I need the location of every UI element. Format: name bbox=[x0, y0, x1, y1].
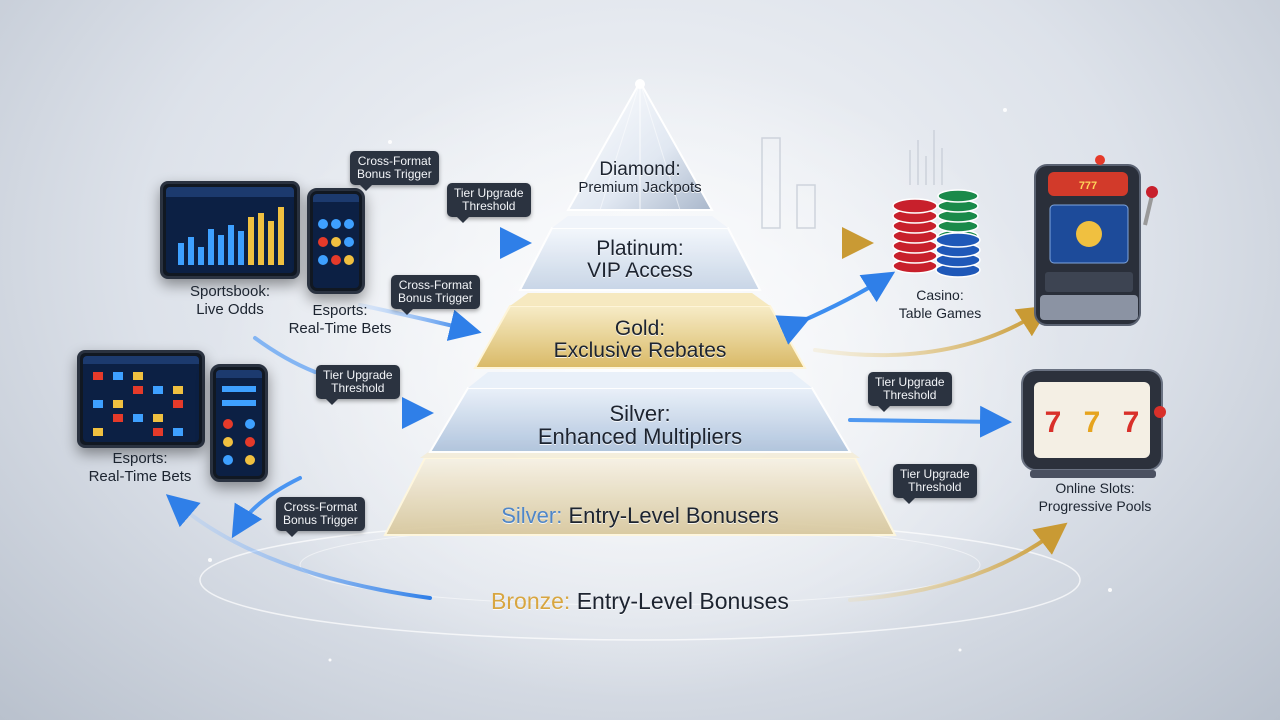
arrow-casino-gold-bidirectional bbox=[775, 271, 896, 345]
tier-silver: Silver: Enhanced Multipliers bbox=[480, 402, 800, 448]
tier-silver-name: Silver: bbox=[609, 401, 671, 426]
arrow-silver-to-slots bbox=[848, 405, 1012, 438]
arrow-gold-to-slotmachine bbox=[813, 305, 1051, 358]
reel-slot-icon: 7 7 7 bbox=[1021, 369, 1166, 478]
tier-gold: Gold: Exclusive Rebates bbox=[520, 317, 760, 363]
tier-silver-entry-benefit: Entry-Level Bonusers bbox=[568, 503, 779, 528]
esports-app bbox=[313, 194, 359, 265]
sparkles bbox=[208, 108, 1112, 662]
callout-cross-format-3: Cross-Format Bonus Trigger bbox=[276, 497, 365, 537]
tier-bronze-name: Bronze: bbox=[491, 588, 571, 614]
tier-diamond-name: Diamond: bbox=[599, 159, 681, 180]
callout-tier-upgrade-4: Tier Upgrade Threshold bbox=[893, 464, 977, 504]
callout-tier-upgrade-1: Tier Upgrade Threshold bbox=[447, 183, 531, 223]
callout-tier-upgrade-3: Tier Upgrade Threshold bbox=[868, 372, 952, 412]
arrow-bronze-to-esports bbox=[165, 494, 432, 600]
tier-platinum-benefit: VIP Access bbox=[587, 259, 693, 283]
svg-text:7: 7 bbox=[1045, 406, 1062, 439]
blue-arrows bbox=[165, 227, 1012, 600]
callout-cross-format-1: Cross-Format Bonus Trigger bbox=[350, 151, 439, 191]
svg-text:7: 7 bbox=[1084, 406, 1101, 439]
tier-diamond-benefit: Premium Jackpots bbox=[578, 178, 702, 196]
tier-gold-benefit: Exclusive Rebates bbox=[553, 339, 727, 363]
tier-silver-entry-name: Silver: bbox=[501, 503, 563, 528]
tablet-icon bbox=[160, 181, 300, 279]
phone-icon bbox=[307, 188, 365, 294]
esports-app-2 bbox=[216, 370, 262, 465]
tier-gold-name: Gold: bbox=[614, 317, 666, 340]
arrow-curve-small bbox=[231, 476, 302, 539]
label-slots: Online Slots: Progressive Pools bbox=[1038, 480, 1152, 514]
tier-platinum: Platinum: VIP Access bbox=[540, 237, 740, 283]
label-esports-top: Esports: Real-Time Bets bbox=[288, 302, 392, 337]
label-esports-left: Esports: Real-Time Bets bbox=[88, 450, 192, 485]
tier-bronze: Bronze: Entry-Level Bonuses bbox=[420, 589, 860, 613]
tablet-icon-2 bbox=[77, 350, 205, 448]
background-bars bbox=[761, 130, 943, 229]
svg-text:777: 777 bbox=[1079, 180, 1097, 192]
pyramid bbox=[383, 79, 897, 536]
label-sportsbook: Sportsbook: Live Odds bbox=[189, 283, 271, 318]
arrow-esports-to-gold bbox=[358, 303, 482, 341]
arrow-sportsbook-sweep bbox=[253, 336, 317, 374]
arrow-bronze-to-slots bbox=[848, 522, 1068, 602]
label-casino: Casino: Table Games bbox=[898, 287, 982, 321]
callout-cross-format-2: Cross-Format Bonus Trigger bbox=[391, 275, 480, 315]
callout-tier-upgrade-2: Tier Upgrade Threshold bbox=[316, 365, 400, 405]
apex-sparkle bbox=[635, 79, 645, 89]
tier-silver-entry: Silver: Entry-Level Bonusers bbox=[440, 504, 840, 527]
tier-bronze-benefit: Entry-Level Bonuses bbox=[576, 588, 789, 614]
sportsbook-chart bbox=[166, 187, 294, 265]
svg-text:7: 7 bbox=[1123, 406, 1140, 439]
phone-icon-2 bbox=[210, 364, 268, 482]
casino-chips-icon bbox=[892, 189, 981, 278]
slot-machine-icon: 777 bbox=[1034, 155, 1158, 326]
esports-grid bbox=[83, 356, 199, 436]
tier-silver-benefit: Enhanced Multipliers bbox=[537, 424, 743, 450]
gold-arrows bbox=[748, 227, 1068, 602]
tier-platinum-name: Platinum: bbox=[596, 237, 684, 260]
tier-diamond: Diamond: Premium Jackpots bbox=[540, 160, 740, 196]
